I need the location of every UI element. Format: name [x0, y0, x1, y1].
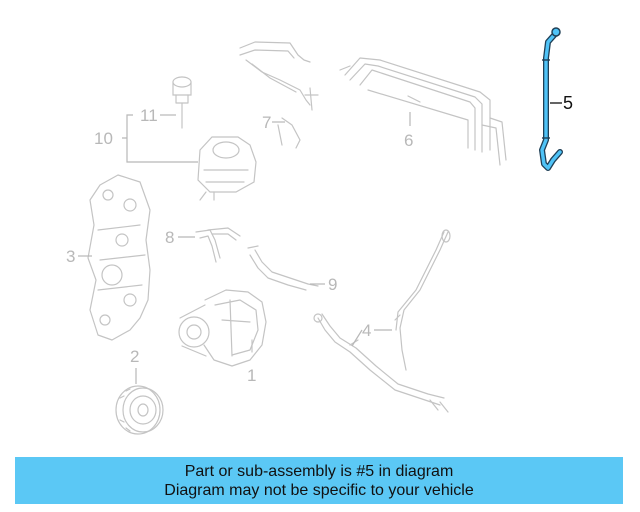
callout-1[interactable]: 1 — [247, 366, 256, 385]
part-10-reservoir[interactable] — [197, 136, 257, 201]
part-3-mounting-bracket[interactable] — [87, 174, 151, 341]
banner-line-2: Diagram may not be specific to your vehi… — [164, 482, 474, 499]
part-7-pressure-line[interactable] — [239, 41, 319, 149]
part-1-power-steering-pump[interactable] — [178, 289, 267, 367]
callout-10[interactable]: 10 — [94, 129, 113, 148]
parts-diagram: 11 10 7 6 5 — [66, 27, 573, 435]
callout-5[interactable]: 5 — [563, 93, 573, 113]
callout-7[interactable]: 7 — [262, 113, 271, 132]
callout-4[interactable]: 4 — [362, 321, 371, 340]
info-banner: Part or sub-assembly is #5 in diagram Di… — [15, 457, 623, 504]
banner-line-1: Part or sub-assembly is #5 in diagram — [184, 463, 454, 480]
callout-11[interactable]: 11 — [140, 106, 158, 125]
callout-8[interactable]: 8 — [165, 228, 174, 247]
part-8-hose[interactable] — [195, 227, 241, 263]
callout-6[interactable]: 6 — [404, 131, 413, 150]
part-6-cooler[interactable] — [339, 57, 507, 166]
part-5-return-hose[interactable] — [539, 27, 563, 171]
part-4-pressure-line-assembly[interactable] — [313, 229, 451, 413]
part-9-hose[interactable] — [247, 245, 319, 291]
part-2-pulley[interactable] — [115, 385, 164, 435]
callout-3[interactable]: 3 — [66, 247, 75, 266]
callout-2[interactable]: 2 — [130, 347, 139, 366]
part-11-reservoir-cap[interactable] — [172, 76, 192, 129]
callout-9[interactable]: 9 — [328, 275, 337, 294]
